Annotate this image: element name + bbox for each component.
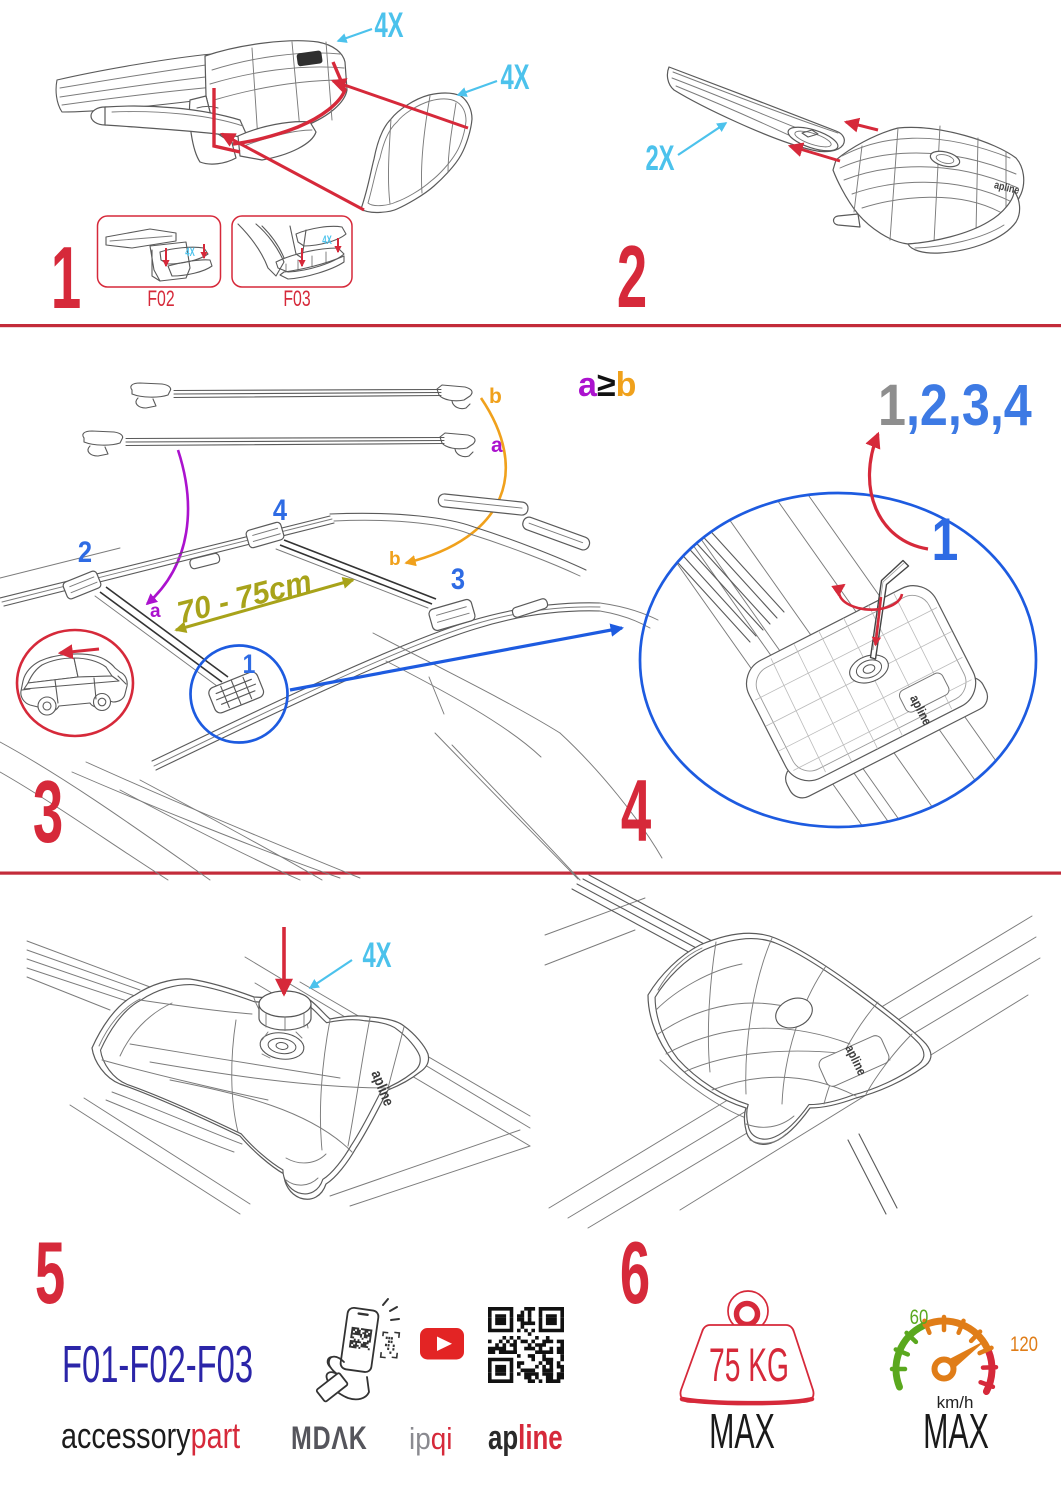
svg-text:120: 120 [1010, 1333, 1038, 1356]
svg-text:2: 2 [617, 228, 647, 327]
svg-text:1: 1 [51, 229, 81, 328]
svg-text:70 - 75cm: 70 - 75cm [174, 564, 315, 631]
svg-text:F03: F03 [283, 288, 310, 312]
svg-text:3: 3 [451, 562, 465, 595]
svg-text:2X: 2X [645, 140, 674, 179]
svg-text:1,2,3,4: 1,2,3,4 [878, 373, 1032, 438]
svg-text:4: 4 [621, 762, 652, 861]
svg-text:accessorypart: accessorypart [61, 1415, 240, 1456]
svg-text:b: b [489, 385, 502, 408]
svg-text:F02: F02 [147, 288, 174, 312]
svg-text:MAX: MAX [923, 1404, 989, 1459]
svg-text:apline: apline [488, 1420, 563, 1457]
svg-text:5: 5 [35, 1224, 65, 1323]
svg-text:b: b [389, 549, 401, 570]
svg-text:6: 6 [620, 1224, 650, 1323]
svg-text:a: a [491, 434, 503, 457]
svg-text:MAX: MAX [709, 1404, 775, 1459]
svg-text:F01-F02-F03: F01-F02-F03 [62, 1337, 253, 1394]
svg-text:a: a [150, 601, 161, 622]
svg-text:ipqi: ipqi [409, 1422, 452, 1457]
svg-text:4X: 4X [185, 247, 195, 260]
svg-text:MDΛK: MDΛK [291, 1421, 368, 1457]
svg-text:75 KG: 75 KG [709, 1340, 789, 1392]
svg-text:1: 1 [243, 649, 256, 679]
svg-text:4X: 4X [362, 937, 391, 976]
svg-text:60: 60 [910, 1306, 929, 1329]
svg-text:4X: 4X [322, 235, 332, 248]
svg-text:km/h: km/h [937, 1393, 974, 1412]
svg-text:4: 4 [273, 493, 288, 526]
svg-text:4X: 4X [374, 7, 403, 46]
svg-text:1: 1 [932, 506, 959, 573]
svg-text:3: 3 [33, 763, 63, 862]
svg-text:4X: 4X [500, 59, 529, 98]
svg-text:2: 2 [78, 535, 92, 568]
svg-text:a≥b: a≥b [578, 366, 636, 404]
svg-text:apline: apline [993, 179, 1021, 197]
